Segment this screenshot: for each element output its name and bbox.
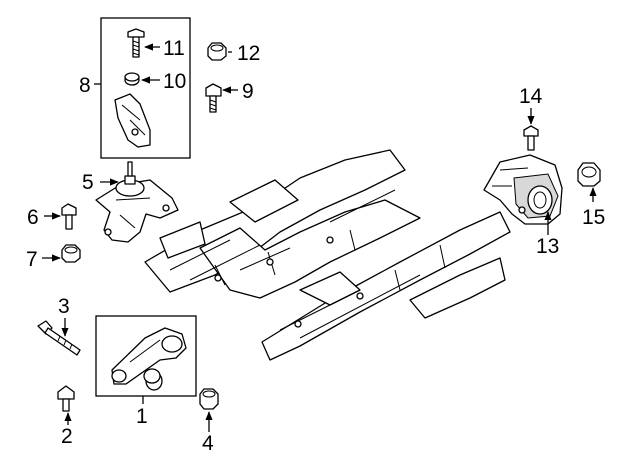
subframe-assembly [144, 149, 511, 361]
transmission-mount-13 [483, 154, 563, 225]
callout-14: 14 [519, 85, 543, 108]
callout-12: 12 [237, 42, 260, 65]
callout-9: 9 [242, 80, 254, 103]
callout-2: 2 [61, 425, 73, 448]
callout-3: 3 [58, 295, 70, 318]
callout-7: 7 [26, 248, 38, 271]
callout-4: 4 [202, 432, 214, 455]
nut-15 [577, 162, 601, 187]
bolt-9 [205, 83, 222, 113]
nut-12 [207, 42, 227, 61]
callout-13: 13 [536, 235, 559, 258]
kit-box-1 [95, 315, 197, 397]
bolt-11 [127, 28, 145, 58]
nut-4 [199, 388, 219, 410]
long-bolt-3 [37, 320, 81, 356]
callout-6: 6 [27, 206, 39, 229]
bolt-14 [523, 125, 539, 151]
callout-11: 11 [163, 37, 185, 60]
kit-box-8 [100, 17, 191, 159]
callout-1: 1 [136, 405, 148, 428]
callout-8: 8 [79, 74, 91, 97]
nut-7 [61, 244, 81, 263]
callout-15: 15 [582, 206, 605, 229]
torque-rod-1 [111, 327, 187, 385]
rod-bushing [143, 368, 163, 391]
bolt-6 [61, 203, 77, 230]
bushing-10 [124, 72, 140, 86]
mount-bracket [114, 93, 151, 148]
callout-10: 10 [163, 70, 186, 93]
engine-mount-5 [95, 161, 179, 243]
callout-5: 5 [82, 171, 94, 194]
bolt-2 [57, 385, 75, 412]
